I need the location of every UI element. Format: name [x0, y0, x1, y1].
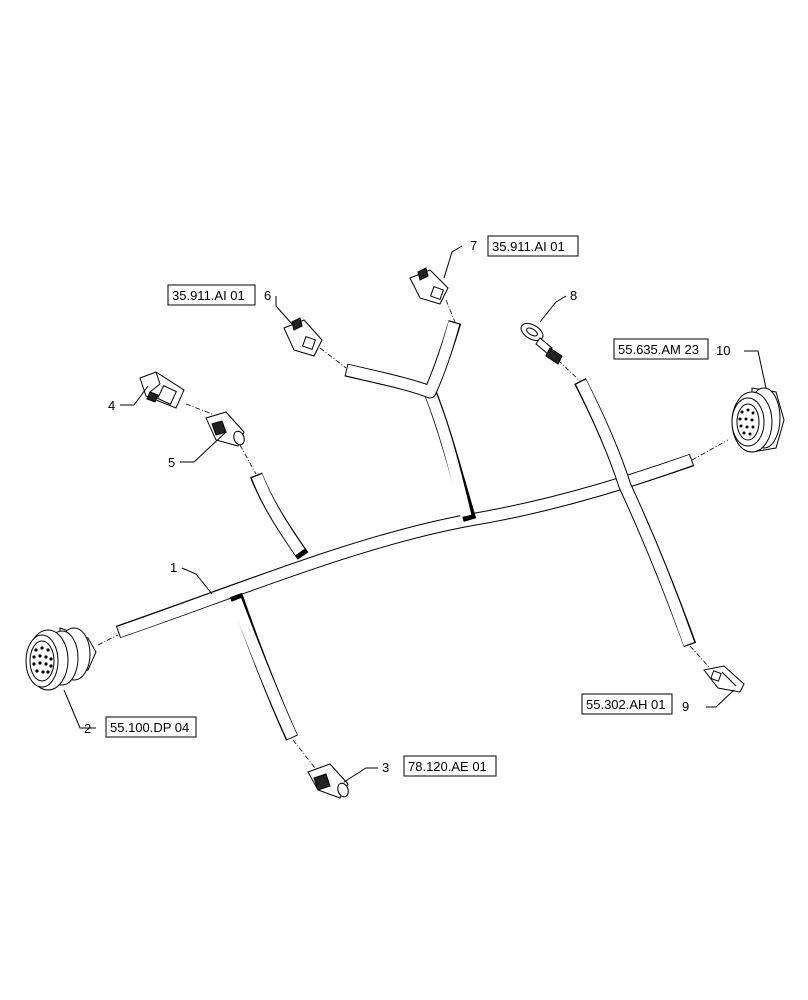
ring-terminal-8	[520, 322, 563, 365]
connector-7	[409, 267, 449, 305]
reference-box-2: 55.100.DP 04	[105, 716, 197, 738]
circular-connector-2	[25, 627, 97, 691]
reference-box-6: 35.911.AI 01	[167, 284, 256, 306]
flat-connector-9	[703, 665, 745, 693]
item-numbers: 1 2 3 4 5 6 7 8 9 10	[84, 238, 730, 775]
branch-to-item-5	[249, 472, 309, 560]
reference-label-3: 78.120.AE 01	[408, 759, 487, 774]
item-number-3: 3	[382, 760, 389, 775]
item-number-1: 1	[170, 560, 177, 575]
main-trunk	[115, 453, 695, 639]
small-connector-5	[205, 411, 245, 447]
item-number-8: 8	[570, 288, 577, 303]
reference-box-9: 55.302.AH 01	[581, 693, 673, 715]
reference-label-6: 35.911.AI 01	[172, 288, 245, 303]
reference-label-7: 35.911.AI 01	[492, 239, 565, 254]
item-number-10: 10	[716, 343, 730, 358]
reference-label-10: 55.635.AM 23	[618, 342, 699, 357]
connection-lines	[97, 299, 729, 769]
reference-boxes: 55.100.DP 04 78.120.AE 01 35.911.AI 01 3…	[105, 235, 709, 777]
plug-connector-4	[139, 371, 185, 409]
branch-to-items-8-9	[574, 378, 697, 648]
connector-6	[283, 317, 323, 357]
harness-wires	[115, 320, 697, 741]
leader-lines	[63, 245, 767, 783]
reference-box-3: 78.120.AE 01	[403, 755, 497, 777]
item-number-6: 6	[264, 288, 271, 303]
reference-box-7: 35.911.AI 01	[487, 235, 579, 257]
branch-to-items-6-7	[344, 320, 477, 522]
small-connector-3	[307, 763, 349, 799]
item-number-2: 2	[84, 721, 91, 736]
branch-to-item-3	[229, 592, 298, 741]
item-number-9: 9	[682, 699, 689, 714]
reference-box-10: 55.635.AM 23	[613, 338, 709, 360]
item-number-4: 4	[108, 398, 115, 413]
reference-label-9: 55.302.AH 01	[586, 697, 666, 712]
reference-label-2: 55.100.DP 04	[110, 720, 189, 735]
circular-connector-10	[731, 387, 785, 453]
item-number-5: 5	[168, 455, 175, 470]
item-number-7: 7	[470, 238, 477, 253]
